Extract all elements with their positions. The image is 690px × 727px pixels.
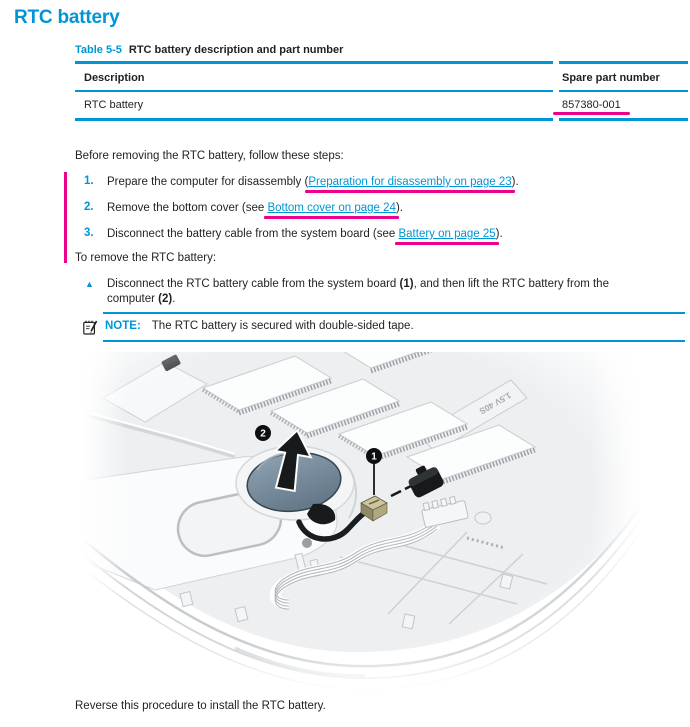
steps-intro: Before removing the RTC battery, follow … — [75, 150, 344, 162]
rtc-battery-illustration: 1.5V 40S — [79, 313, 645, 690]
step-1-text: Prepare the computer for disassembly ( — [107, 176, 309, 188]
removal-text-mid: , and then lift the RTC battery from the… — [107, 278, 609, 305]
cell-spare-part-number: 857380-001 — [553, 99, 630, 115]
note-box: NOTE: The RTC battery is secured with dou… — [83, 312, 685, 342]
table-rule-middle — [75, 90, 688, 92]
removal-text-end: . — [172, 293, 176, 305]
figure-rtc-battery-removal: 1.5V 40S — [79, 313, 645, 690]
link-preparation-for-disassembly[interactable]: Preparation for disassembly on page 23 — [308, 176, 512, 188]
fade-right — [590, 352, 640, 690]
closing-text: Reverse this procedure to install the RT… — [75, 700, 326, 712]
removal-step: ▲ Disconnect the RTC battery cable from … — [84, 277, 654, 307]
callout-ref-2: (2) — [158, 293, 173, 305]
table-caption: Table 5-5 RTC battery description and par… — [75, 44, 343, 56]
column-header-description: Description — [84, 72, 145, 84]
callout-2-number: 2 — [260, 429, 266, 440]
note-label: NOTE: — [105, 320, 141, 332]
table-rule-bottom — [75, 118, 688, 121]
note-icon — [83, 320, 98, 335]
cell-description: RTC battery — [84, 99, 144, 111]
step-3: 3. Disconnect the battery cable from the… — [84, 227, 654, 242]
callout-2-badge — [255, 425, 271, 441]
step-1: 1. Prepare the computer for disassembly … — [84, 175, 654, 190]
vignette — [85, 352, 640, 690]
step-3-text: Disconnect the battery cable from the sy… — [107, 228, 399, 240]
triangle-bullet-icon: ▲ — [85, 279, 94, 289]
parts-table: Description Spare part number RTC batter… — [75, 61, 688, 121]
removal-text: Disconnect the RTC battery cable from th… — [107, 278, 400, 290]
table-caption-text: RTC battery description and part number — [128, 44, 344, 56]
change-bar — [64, 172, 67, 263]
fade-left — [85, 352, 127, 690]
link-bottom-cover[interactable]: Bottom cover on page 24 — [267, 202, 396, 214]
link-battery[interactable]: Battery on page 25 — [398, 228, 496, 240]
callout-1-number: 1 — [371, 452, 377, 463]
step-2-number: 2. — [84, 201, 94, 213]
table-row: RTC battery 857380-001 — [75, 92, 688, 118]
table-rule-top — [75, 61, 688, 64]
step-3-number: 3. — [84, 227, 94, 239]
step-2-text: Remove the bottom cover (see — [107, 202, 268, 214]
step-2: 2. Remove the bottom cover (see Bottom c… — [84, 201, 654, 216]
callout-1-badge — [366, 448, 382, 464]
table-caption-label: Table 5-5 — [75, 44, 122, 56]
column-header-spare-part: Spare part number — [562, 72, 660, 84]
step-2-text-end: ). — [395, 202, 403, 214]
callout-ref-1: (1) — [399, 278, 414, 290]
removal-intro: To remove the RTC battery: — [75, 252, 217, 264]
step-1-number: 1. — [84, 175, 94, 187]
removal-arrow — [273, 428, 313, 493]
step-3-text-end: ). — [495, 228, 503, 240]
fade-bottom — [85, 654, 640, 690]
page-title: RTC battery — [14, 7, 120, 28]
table-header-row: Description Spare part number — [75, 64, 688, 90]
step-1-text-end: ). — [511, 176, 519, 188]
note-text: The RTC battery is secured with double-s… — [151, 320, 414, 332]
